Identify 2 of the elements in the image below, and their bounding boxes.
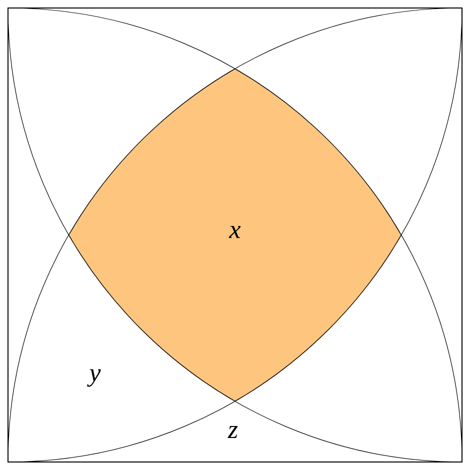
region-label: y bbox=[87, 369, 101, 387]
region-label: z bbox=[228, 426, 238, 438]
